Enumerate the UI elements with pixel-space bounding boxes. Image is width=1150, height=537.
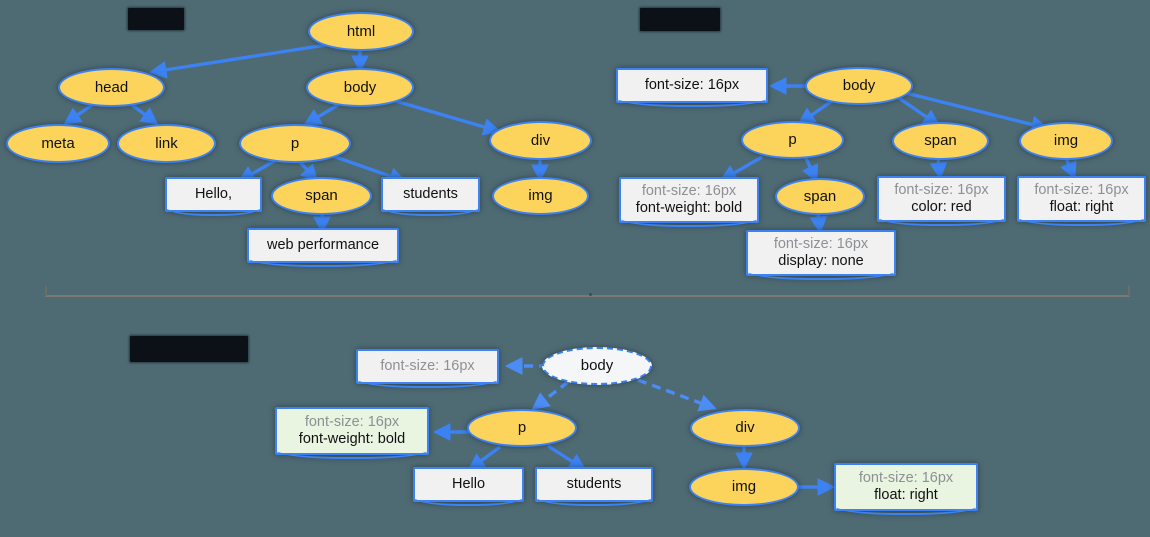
divider-tick-right bbox=[1128, 285, 1130, 296]
cssom-decl-body[interactable]: font-size: 16px bbox=[616, 68, 768, 107]
dom-node-link-label: link bbox=[155, 134, 178, 152]
cssom-decl-span-child-line2: display: none bbox=[778, 253, 864, 269]
dom-node-span[interactable]: span bbox=[271, 177, 372, 215]
cssom-node-img-label: img bbox=[1053, 132, 1079, 150]
render-node-body-label: body bbox=[580, 357, 614, 375]
dom-node-span-label: span bbox=[305, 187, 338, 205]
dom-node-body-label: body bbox=[343, 78, 377, 96]
divider-marker-center bbox=[589, 293, 592, 296]
dom-node-html[interactable]: html bbox=[308, 12, 414, 51]
cssom-decl-body-line1: font-size: 16px bbox=[644, 77, 740, 94]
cssom-node-body-label: body bbox=[842, 77, 876, 95]
dom-text-hello[interactable]: Hello, bbox=[165, 177, 262, 216]
render-text-hello[interactable]: Hello bbox=[413, 467, 524, 506]
cssom-decl-span-line2: color: red bbox=[911, 199, 972, 215]
cssom-decl-img-line1: font-size: 16px bbox=[1034, 182, 1129, 199]
dom-node-div[interactable]: div bbox=[489, 121, 592, 160]
render-node-img-label: img bbox=[731, 478, 757, 496]
render-tree-title bbox=[130, 336, 248, 362]
divider-tick-left bbox=[45, 286, 47, 296]
render-node-p[interactable]: p bbox=[467, 409, 577, 447]
render-node-p-label: p bbox=[517, 419, 527, 437]
render-node-img[interactable]: img bbox=[689, 468, 799, 506]
render-decl-p[interactable]: font-size: 16px font-weight: bold bbox=[275, 407, 429, 459]
cssom-decl-p[interactable]: font-size: 16px font-weight: bold bbox=[619, 177, 759, 227]
cssom-node-span[interactable]: span bbox=[892, 122, 989, 160]
render-decl-img[interactable]: font-size: 16px float: right bbox=[834, 463, 978, 515]
dom-node-img[interactable]: img bbox=[492, 177, 589, 215]
render-text-hello-label: Hello bbox=[451, 476, 486, 493]
dom-text-web-performance-label: web performance bbox=[266, 237, 380, 254]
cssom-decl-img-line2: float: right bbox=[1049, 199, 1114, 215]
cssom-node-span-child[interactable]: span bbox=[775, 178, 865, 215]
cssom-decl-span-line1: font-size: 16px bbox=[894, 182, 989, 199]
dom-node-html-label: html bbox=[346, 22, 376, 40]
dom-node-p-label: p bbox=[290, 134, 300, 152]
cssom-decl-span[interactable]: font-size: 16px color: red bbox=[877, 176, 1006, 226]
render-node-div-label: div bbox=[735, 419, 755, 437]
render-decl-body[interactable]: font-size: 16px bbox=[356, 349, 499, 388]
dom-text-students[interactable]: students bbox=[381, 177, 480, 216]
cssom-node-body[interactable]: body bbox=[805, 67, 913, 105]
dom-node-p[interactable]: p bbox=[239, 124, 351, 163]
dom-node-body[interactable]: body bbox=[306, 68, 414, 107]
render-decl-p-line2: font-weight: bold bbox=[298, 431, 406, 447]
dom-node-head-label: head bbox=[94, 78, 129, 96]
dom-node-meta-label: meta bbox=[41, 134, 75, 152]
render-decl-img-line1: font-size: 16px bbox=[858, 470, 954, 487]
cssom-decl-img[interactable]: font-size: 16px float: right bbox=[1017, 176, 1146, 226]
cssom-node-span-child-label: span bbox=[803, 187, 837, 205]
cssom-decl-p-line1: font-size: 16px bbox=[641, 183, 737, 200]
cssom-node-span-label: span bbox=[924, 132, 957, 150]
dom-text-hello-label: Hello, bbox=[194, 186, 233, 203]
section-divider bbox=[45, 295, 1130, 297]
dom-text-students-label: students bbox=[403, 186, 458, 203]
dom-node-meta[interactable]: meta bbox=[6, 124, 110, 163]
render-decl-body-line1: font-size: 16px bbox=[380, 358, 475, 375]
cssom-decl-span-child-line1: font-size: 16px bbox=[773, 236, 869, 253]
render-node-body[interactable]: body bbox=[542, 347, 652, 385]
cssom-decl-span-child[interactable]: font-size: 16px display: none bbox=[746, 230, 896, 280]
dom-node-img-label: img bbox=[528, 187, 553, 205]
dom-text-web-performance[interactable]: web performance bbox=[247, 228, 399, 267]
render-decl-img-line2: float: right bbox=[874, 487, 938, 503]
dom-node-div-label: div bbox=[530, 131, 551, 149]
render-node-div[interactable]: div bbox=[690, 409, 800, 447]
cssom-node-p-label: p bbox=[788, 131, 797, 149]
dom-tree-title bbox=[128, 8, 184, 30]
cssom-node-p[interactable]: p bbox=[741, 121, 844, 159]
render-text-students-label: students bbox=[566, 476, 622, 493]
render-decl-p-line1: font-size: 16px bbox=[304, 414, 400, 431]
cssom-decl-p-line2: font-weight: bold bbox=[635, 200, 743, 216]
dom-node-link[interactable]: link bbox=[117, 124, 216, 163]
render-text-students[interactable]: students bbox=[535, 467, 653, 506]
cssom-tree-title bbox=[640, 8, 720, 31]
dom-node-head[interactable]: head bbox=[58, 68, 165, 107]
cssom-node-img[interactable]: img bbox=[1019, 122, 1113, 160]
